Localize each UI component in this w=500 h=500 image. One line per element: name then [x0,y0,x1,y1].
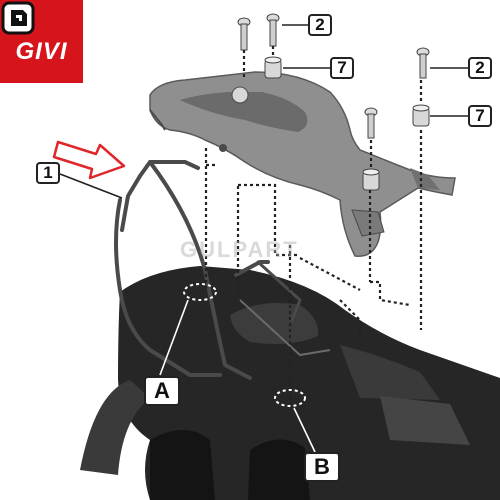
leader-lines [59,24,468,199]
rack-plate [149,71,456,257]
callout-point-b: B [304,452,340,482]
bolt-2a [266,13,280,47]
bolt-left [237,17,251,51]
callout-part-2-right: 2 [468,57,492,79]
leader-lines-white [159,299,316,453]
motorcycle-rear [80,266,500,500]
red-arrow-icon [52,140,126,180]
gear-badge-icon [1,1,35,35]
callout-part-1: 1 [36,162,60,184]
watermark: GULPART [180,237,299,262]
bolt-2b [416,47,430,79]
attachment-point-b [274,389,306,407]
washer-7b [412,104,430,127]
bolts [237,13,430,191]
alignment-lines [204,46,423,461]
callout-part-7-top: 7 [330,57,354,79]
callout-part-7-right: 7 [468,105,492,127]
washer-7a [264,56,282,79]
bolt-right-mid [364,107,378,139]
givi-logo-text: GIVI [15,38,68,65]
washer-right-mid [362,168,380,191]
callout-point-a: A [144,376,180,406]
attachment-point-a [183,283,217,301]
callout-part-2-top: 2 [308,14,332,36]
